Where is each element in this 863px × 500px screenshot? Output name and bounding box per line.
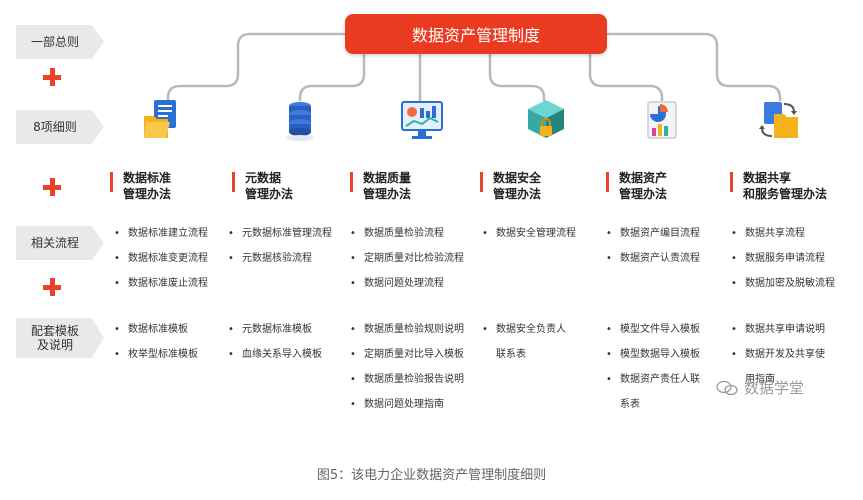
list-item: 数据质量检验报告说明 xyxy=(350,374,464,386)
chart-report-icon xyxy=(638,96,686,144)
heading-data-standard: 数据标准 管理办法 xyxy=(110,170,171,202)
template-list: 数据质量检验规则说明 定期质量对比导入模板 数据质量检验报告说明 数据问题处理指… xyxy=(350,324,464,411)
dashboard-screen-icon xyxy=(398,96,446,144)
list-item: 数据安全管理流程 xyxy=(482,228,576,240)
list-item: 元数据标准模板 xyxy=(228,324,322,336)
heading-data-sharing: 数据共享 和服务管理办法 xyxy=(730,170,827,202)
watermark: 数据学堂 xyxy=(716,377,804,398)
document-folder-icon xyxy=(138,96,186,144)
chat-bubble-icon xyxy=(716,380,738,395)
heading-data-quality: 数据质量 管理办法 xyxy=(350,170,411,202)
database-icon xyxy=(276,96,324,144)
label-processes: 相关流程 xyxy=(16,226,104,260)
list-item: 数据标准建立流程 xyxy=(114,228,208,240)
list-item: 数据资产认责流程 xyxy=(606,253,700,265)
list-item: 数据开发及共享使 xyxy=(731,349,825,361)
list-item: 模型文件导入模板 xyxy=(606,324,700,336)
list-item: 数据资产责任人联 xyxy=(606,374,700,386)
plus-icon xyxy=(42,277,62,297)
list-item: 数据安全负责人 xyxy=(482,324,566,336)
list-item: 数据问题处理指南 xyxy=(350,399,464,411)
template-list: 模型文件导入模板 模型数据导入模板 数据资产责任人联 系表 xyxy=(606,324,700,411)
template-list: 数据标准模板 枚举型标准模板 xyxy=(114,324,198,361)
template-list: 数据安全负责人 联系表 xyxy=(482,324,566,361)
list-item: 数据标准废止流程 xyxy=(114,278,208,290)
label-rules: 8项细则 xyxy=(16,110,104,144)
process-list: 元数据标准管理流程 元数据核验流程 xyxy=(228,228,332,265)
heading-metadata: 元数据 管理办法 xyxy=(232,170,293,202)
list-item: 数据加密及脱敏流程 xyxy=(731,278,835,290)
list-item: 数据资产编目流程 xyxy=(606,228,700,240)
list-item: 联系表 xyxy=(496,349,526,360)
heading-data-security: 数据安全 管理办法 xyxy=(480,170,541,202)
process-list: 数据标准建立流程 数据标准变更流程 数据标准废止流程 xyxy=(114,228,208,290)
process-list: 数据安全管理流程 xyxy=(482,228,576,240)
template-list: 数据共享申请说明 数据开发及共享使 用指南 xyxy=(731,324,825,386)
list-item: 数据质量检验流程 xyxy=(350,228,464,240)
plus-icon xyxy=(42,67,62,87)
process-list: 数据共享流程 数据服务申请流程 数据加密及脱敏流程 xyxy=(731,228,835,290)
list-item: 用指南 xyxy=(745,374,775,385)
list-item: 系表 xyxy=(620,399,640,410)
main-title: 数据资产管理制度 xyxy=(345,14,607,54)
plus-icon xyxy=(42,177,62,197)
list-item: 数据标准模板 xyxy=(114,324,198,336)
file-exchange-icon xyxy=(756,96,804,144)
list-item: 元数据标准管理流程 xyxy=(228,228,332,240)
cube-lock-icon xyxy=(522,96,570,144)
list-item: 数据问题处理流程 xyxy=(350,278,464,290)
process-list: 数据质量检验流程 定期质量对比检验流程 数据问题处理流程 xyxy=(350,228,464,290)
list-item: 数据共享申请说明 xyxy=(731,324,825,336)
list-item: 血缘关系导入模板 xyxy=(228,349,322,361)
template-list: 元数据标准模板 血缘关系导入模板 xyxy=(228,324,322,361)
list-item: 元数据核验流程 xyxy=(228,253,332,265)
list-item: 数据服务申请流程 xyxy=(731,253,835,265)
list-item: 数据标准变更流程 xyxy=(114,253,208,265)
list-item: 枚举型标准模板 xyxy=(114,349,198,361)
list-item: 定期质量对比检验流程 xyxy=(350,253,464,265)
heading-data-asset: 数据资产 管理办法 xyxy=(606,170,667,202)
label-templates: 配套模板 及说明 xyxy=(16,318,104,358)
list-item: 定期质量对比导入模板 xyxy=(350,349,464,361)
process-list: 数据资产编目流程 数据资产认责流程 xyxy=(606,228,700,265)
list-item: 数据共享流程 xyxy=(731,228,835,240)
list-item: 数据质量检验规则说明 xyxy=(350,324,464,336)
watermark-text: 数据学堂 xyxy=(744,379,805,397)
list-item: 模型数据导入模板 xyxy=(606,349,700,361)
figure-caption: 图5：该电力企业数据资产管理制度细则 xyxy=(316,468,547,483)
label-general: 一部总则 xyxy=(16,25,104,59)
